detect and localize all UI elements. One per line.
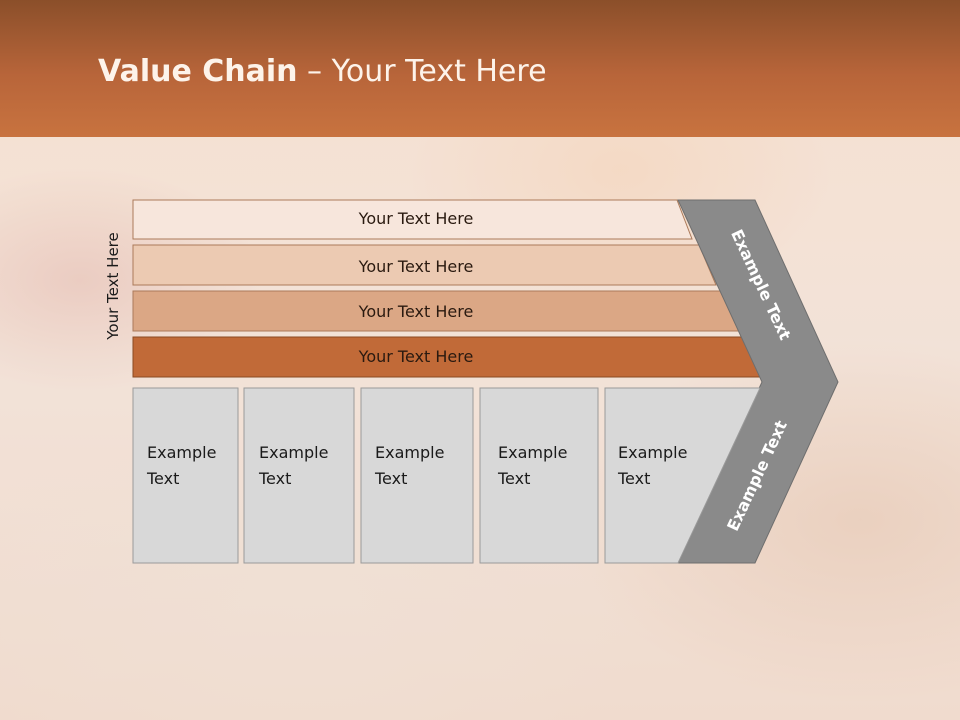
box-5-line1: Example — [618, 443, 687, 462]
box-3-line2: Text — [374, 469, 407, 488]
box-3: Example Text — [360, 387, 474, 564]
slide-title: Value Chain – Your Text Here — [98, 54, 547, 89]
box-2-line1-reflection: Example — [259, 664, 328, 683]
box-4: Example Text — [479, 387, 599, 564]
bar-4: Your Text Here — [132, 336, 764, 378]
box-5-line2: Text — [617, 469, 650, 488]
bar-4-label: Your Text Here — [358, 347, 474, 366]
bar-2: Your Text Here — [132, 244, 717, 286]
boxes-group: Example Text Example Text Example Text E… — [132, 387, 761, 564]
box-2-reflection — [243, 562, 355, 720]
diagram-reflection: Example Text Example Text Example Text E… — [132, 562, 827, 720]
box-1-line1: Example — [147, 443, 216, 462]
box-3-line1-reflection: Example — [375, 664, 444, 683]
box-2: Example Text — [243, 387, 355, 564]
box-1-line2: Text — [146, 469, 179, 488]
box-4-line1: Example — [498, 443, 567, 462]
box-5-line1-reflection: Example — [618, 664, 687, 683]
box-2-line2-reflection: Text — [258, 638, 291, 657]
box-2-shape — [243, 387, 355, 564]
bar-3-label: Your Text Here — [358, 302, 474, 321]
box-2-line2: Text — [258, 469, 291, 488]
box-4-shape — [479, 387, 599, 564]
box-5-line2-reflection: Text — [617, 638, 650, 657]
slide-title-bold: Value Chain — [98, 54, 298, 89]
bar-1-label: Your Text Here — [358, 209, 474, 228]
box-3-reflection — [360, 562, 474, 720]
box-2-line1: Example — [259, 443, 328, 462]
box-1: Example Text — [132, 387, 239, 564]
bar-2-label: Your Text Here — [358, 257, 474, 276]
slide-title-rest: – Your Text Here — [297, 54, 547, 89]
box-4-line2-reflection: Text — [497, 638, 530, 657]
box-4-reflection — [479, 562, 599, 720]
bar-1-shape — [132, 199, 693, 240]
box-4-line2: Text — [497, 469, 530, 488]
bar-1: Your Text Here — [132, 199, 693, 240]
chevron-reflection — [678, 563, 827, 720]
bars-group: Your Text Here Your Text Here Your Text … — [132, 199, 764, 378]
box-3-line1: Example — [375, 443, 444, 462]
box-1-reflection — [132, 562, 239, 720]
box-3-shape — [360, 387, 474, 564]
box-5: Example Text — [604, 387, 761, 564]
title-banner: Value Chain – Your Text Here — [0, 0, 960, 137]
box-4-line1-reflection: Example — [498, 664, 567, 683]
box-1-line1-reflection: Example — [147, 664, 216, 683]
bar-3: Your Text Here — [132, 290, 740, 332]
bar-2-shape — [132, 244, 717, 286]
box-3-line2-reflection: Text — [374, 638, 407, 657]
box-1-line2-reflection: Text — [146, 638, 179, 657]
